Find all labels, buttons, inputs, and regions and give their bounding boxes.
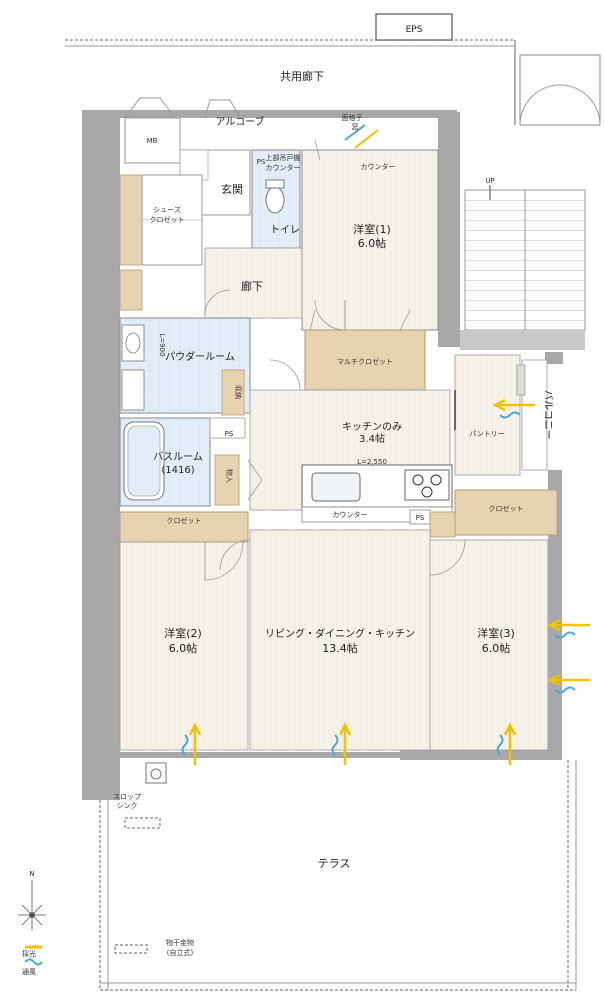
western3-size: 6.0帖 bbox=[482, 642, 511, 655]
compass-icon bbox=[18, 880, 46, 930]
lattice-window-label: 窓 bbox=[352, 122, 359, 131]
dryer-label-1: 物干金物 bbox=[166, 938, 194, 947]
lattice-label: 面格子 bbox=[342, 113, 363, 122]
shoes-closet-label-1: シューズ bbox=[153, 205, 181, 214]
storage-label: 収納 bbox=[234, 385, 243, 399]
dryer-label-2: (自立式) bbox=[167, 948, 194, 957]
ps-kitchen-label: PS bbox=[416, 514, 425, 522]
l2550-label: L=2,550 bbox=[357, 458, 387, 466]
mb-area bbox=[124, 97, 241, 164]
shared-corridor-label: 共用廊下 bbox=[280, 69, 324, 83]
toilet-label: トイレ bbox=[270, 225, 300, 236]
kitchen-area bbox=[249, 389, 453, 525]
terrace bbox=[99, 760, 577, 991]
outer-walls bbox=[82, 110, 563, 800]
alcove-label: アルコーブ bbox=[215, 115, 264, 128]
balcony bbox=[516, 359, 548, 471]
legend-marks bbox=[24, 945, 43, 966]
kitchen-size-label: 3.4帖 bbox=[359, 432, 385, 445]
western3-name: 洋室(3) bbox=[477, 626, 515, 640]
l900-label: L=900 bbox=[158, 333, 166, 356]
powder-room bbox=[119, 317, 251, 416]
bath-size-label: (1416) bbox=[161, 465, 194, 476]
entrance-label: 玄関 bbox=[221, 182, 243, 196]
balcony-label: バルコニー bbox=[542, 390, 554, 440]
ldk-room bbox=[219, 529, 431, 751]
pantry-label: パントリー bbox=[469, 430, 504, 438]
eps-label: EPS bbox=[406, 25, 423, 35]
toilet-room bbox=[251, 149, 301, 249]
up-label: UP bbox=[485, 177, 494, 185]
ps-top-label: PS bbox=[257, 158, 266, 166]
light-vent-pair-4 bbox=[492, 398, 535, 419]
western2-size: 6.0帖 bbox=[169, 642, 198, 655]
western-room-2 bbox=[119, 541, 249, 751]
hallway bbox=[204, 247, 303, 319]
mb-label: MB bbox=[147, 137, 158, 145]
terrace-label: テラス bbox=[318, 857, 351, 870]
door-swings bbox=[204, 139, 321, 501]
legend-light-label: 採光 bbox=[22, 949, 36, 958]
light-vent-pair-5 bbox=[547, 618, 590, 639]
slop-sink bbox=[124, 762, 167, 829]
room-labels: EPS 共用廊下 アルコーブ MB 面格子 窓 カウンター PS 上部吊戸棚 カ… bbox=[113, 25, 554, 957]
counter-toilet-label: カウンター bbox=[266, 163, 301, 172]
closet-left-label: クロゼット bbox=[167, 516, 202, 525]
light-vent-pair-6 bbox=[547, 673, 590, 694]
legend-vent-label: 通風 bbox=[22, 967, 36, 976]
ldk-size: 13.4帖 bbox=[322, 642, 358, 655]
stairs-area bbox=[460, 185, 586, 350]
bathroom-label: バスルーム bbox=[153, 451, 203, 463]
slop-sink-label-1: スロップ bbox=[113, 793, 141, 801]
bathroom bbox=[119, 417, 246, 507]
light-vent-pair-3 bbox=[496, 722, 517, 765]
closet-right-label: クロゼット bbox=[489, 504, 524, 513]
western2-name: 洋室(2) bbox=[164, 626, 202, 640]
shoes-closet-label-2: クロゼット bbox=[150, 215, 185, 224]
shared-corridor-area bbox=[65, 13, 601, 126]
western-room-3 bbox=[429, 539, 549, 751]
multi-closet bbox=[304, 309, 426, 391]
light-vent-arrows bbox=[181, 398, 590, 765]
upper-cabinet-label: 上部吊戸棚 bbox=[266, 153, 301, 162]
legend-labels: N 採光 通風 bbox=[22, 870, 36, 976]
powder-room-label: パウダールーム bbox=[165, 350, 235, 363]
hallway-label: 廊下 bbox=[241, 279, 263, 293]
western-room-1 bbox=[301, 124, 439, 331]
western1-size: 6.0帖 bbox=[358, 237, 387, 250]
ldk-name: リビング・ダイニング・キッチン bbox=[265, 627, 415, 640]
western1-name: 洋室(1) bbox=[353, 222, 391, 236]
light-vent-pair-1 bbox=[181, 722, 202, 765]
light-vent-pair-2 bbox=[331, 722, 352, 765]
closets bbox=[119, 489, 558, 543]
ps-bath-label: PS bbox=[225, 430, 234, 438]
storage-thing-label: 物入 bbox=[225, 469, 234, 483]
multi-closet-label: マルチクロゼット bbox=[337, 357, 393, 366]
shoes-closet bbox=[119, 174, 203, 311]
slop-sink-label-2: シンク bbox=[117, 802, 138, 810]
counter-kitchen-label: カウンター bbox=[333, 510, 368, 519]
kitchen-only-label: キッチンのみ bbox=[342, 421, 402, 433]
counter-top-label: カウンター bbox=[361, 162, 396, 171]
north-label: N bbox=[29, 870, 34, 878]
legend-vent-icon bbox=[24, 958, 43, 966]
